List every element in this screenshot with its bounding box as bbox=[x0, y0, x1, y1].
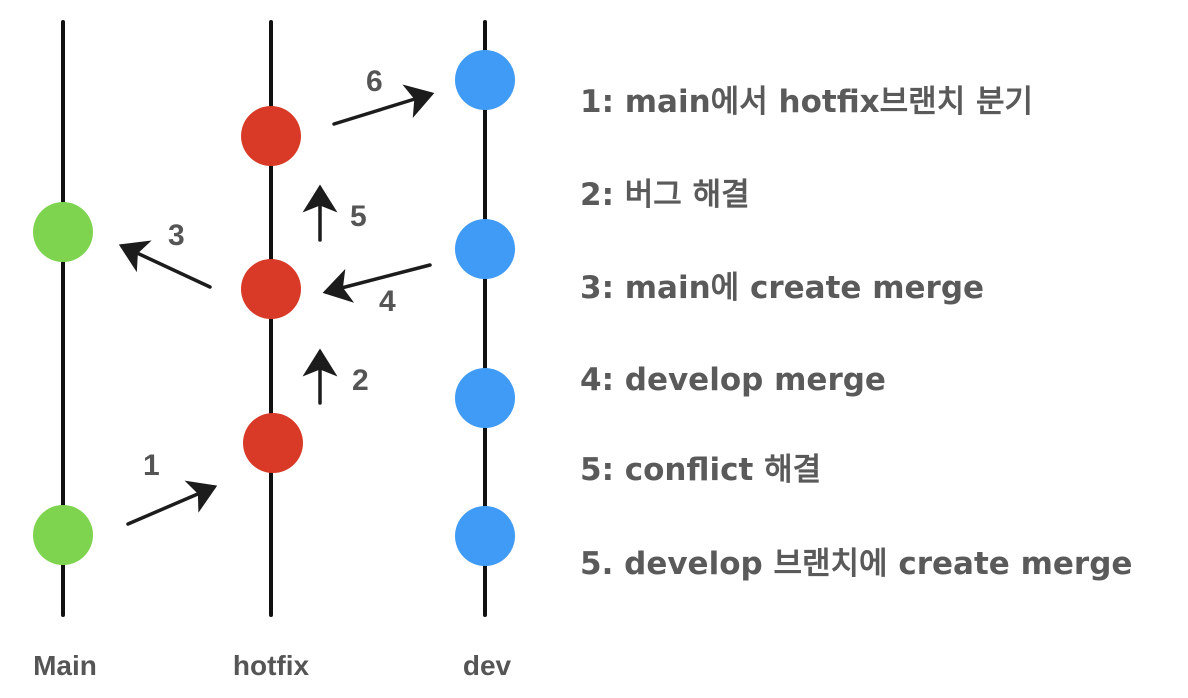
arrow-4 bbox=[322, 263, 432, 303]
arrow-label-4: 4 bbox=[379, 285, 396, 318]
arrow-label-1: 1 bbox=[143, 449, 160, 482]
hotfix-commit bbox=[241, 259, 301, 319]
arrow-label-3: 3 bbox=[168, 219, 185, 252]
lane-label-dev: dev bbox=[463, 650, 512, 681]
hotfix-commit bbox=[243, 413, 303, 473]
arrow-3 bbox=[118, 240, 212, 289]
step-5-text: 5: conflict 해결 bbox=[580, 452, 821, 488]
hotfix-commit bbox=[241, 106, 301, 166]
arrow-label-2: 2 bbox=[352, 364, 369, 397]
dev-commit bbox=[455, 219, 515, 279]
main-commit bbox=[33, 505, 93, 565]
dev-commit bbox=[455, 368, 515, 428]
arrow-6 bbox=[332, 84, 435, 126]
main-commit bbox=[33, 202, 93, 262]
step-6-text: 5. develop 브랜치에 create merge bbox=[580, 546, 1132, 582]
lane-label-hotfix: hotfix bbox=[233, 650, 310, 681]
arrow-1 bbox=[126, 480, 218, 526]
step-2-text: 2: 버그 해결 bbox=[580, 177, 750, 213]
arrow-label-6: 6 bbox=[366, 65, 383, 98]
dev-commit bbox=[455, 50, 515, 110]
step-1-text: 1: main에서 hotfix브랜치 분기 bbox=[580, 84, 1033, 120]
lane-label-main: Main bbox=[33, 650, 97, 681]
step-4-text: 4: develop merge bbox=[580, 362, 886, 398]
step-3-text: 3: main에 create merge bbox=[580, 270, 984, 306]
dev-commit bbox=[455, 506, 515, 566]
arrow-label-5: 5 bbox=[350, 200, 367, 233]
